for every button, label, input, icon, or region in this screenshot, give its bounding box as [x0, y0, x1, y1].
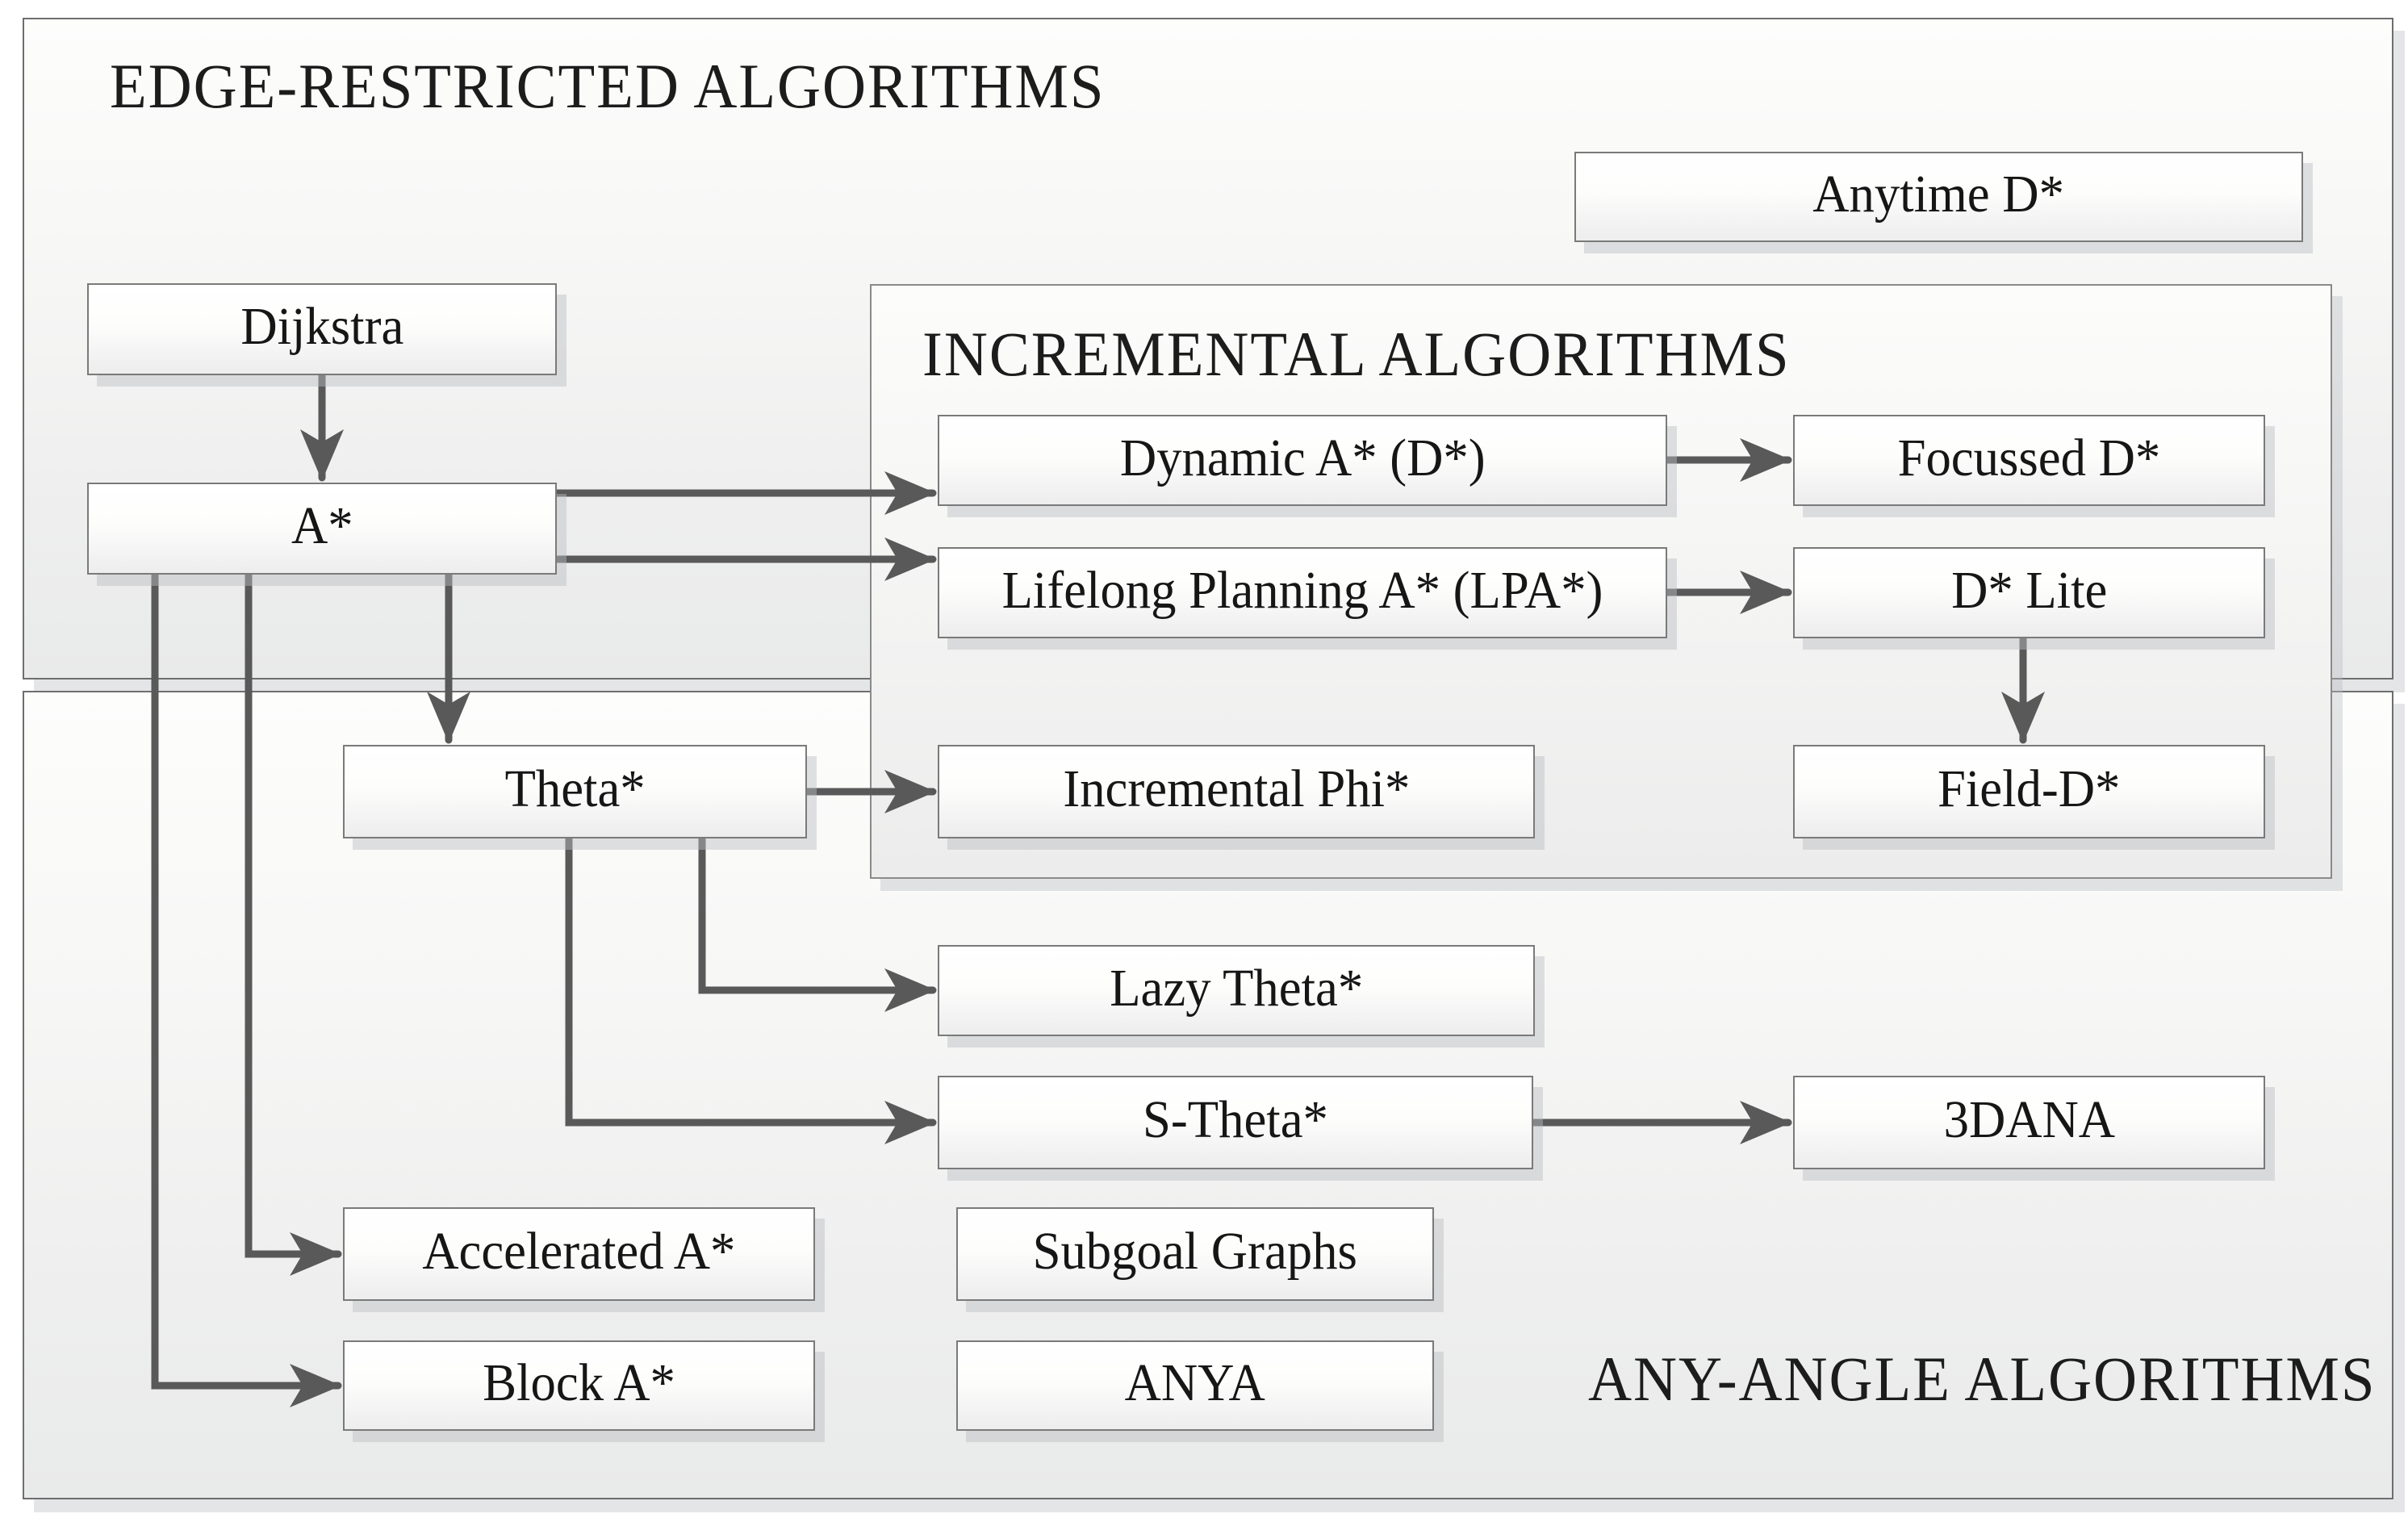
- node-label-focussed-d: Focussed D*: [1897, 428, 2161, 487]
- section-title-any-angle: ANY-ANGLE ALGORITHMS: [1588, 1344, 2377, 1414]
- node-label-3dana: 3DANA: [1943, 1090, 2115, 1149]
- node-dynamic-a: Dynamic A* (D*): [938, 415, 1667, 506]
- node-a-star: A*: [87, 483, 557, 575]
- node-label-a-star: A*: [291, 496, 353, 555]
- node-field-d: Field-D*: [1793, 745, 2265, 838]
- node-label-lazy-theta: Lazy Theta*: [1110, 958, 1363, 1018]
- node-label-field-d: Field-D*: [1938, 759, 2121, 818]
- node-label-incremental-phi: Incremental Phi*: [1062, 759, 1411, 818]
- node-label-anya: ANYA: [1124, 1353, 1266, 1412]
- node-label-dijkstra: Dijkstra: [240, 297, 403, 356]
- node-lazy-theta: Lazy Theta*: [938, 945, 1535, 1036]
- node-subgoal-graphs: Subgoal Graphs: [956, 1207, 1434, 1301]
- node-accelerated-a: Accelerated A*: [343, 1207, 815, 1301]
- node-d-lite: D* Lite: [1793, 547, 2265, 638]
- node-label-lpa: Lifelong Planning A* (LPA*): [1001, 560, 1603, 620]
- node-incremental-phi: Incremental Phi*: [938, 745, 1535, 838]
- node-theta: Theta*: [343, 745, 807, 838]
- node-anya: ANYA: [956, 1340, 1434, 1431]
- node-label-d-lite: D* Lite: [1950, 560, 2108, 620]
- node-dijkstra: Dijkstra: [87, 283, 557, 375]
- node-label-subgoal-graphs: Subgoal Graphs: [1032, 1222, 1358, 1281]
- section-title-edge-restricted: EDGE-RESTRICTED ALGORITHMS: [110, 51, 1106, 121]
- node-label-block-a: Block A*: [483, 1353, 675, 1412]
- node-s-theta: S-Theta*: [938, 1076, 1533, 1169]
- node-focussed-d: Focussed D*: [1793, 415, 2265, 506]
- node-label-anytime-d: Anytime D*: [1812, 165, 2065, 224]
- section-title-incremental: INCREMENTAL ALGORITHMS: [922, 319, 1791, 389]
- node-block-a: Block A*: [343, 1340, 815, 1431]
- node-label-dynamic-a: Dynamic A* (D*): [1119, 428, 1486, 487]
- node-3dana: 3DANA: [1793, 1076, 2265, 1169]
- node-label-s-theta: S-Theta*: [1143, 1090, 1328, 1149]
- node-lpa: Lifelong Planning A* (LPA*): [938, 547, 1667, 638]
- node-label-theta: Theta*: [504, 759, 646, 818]
- node-anytime-d: Anytime D*: [1574, 152, 2303, 242]
- node-label-accelerated-a: Accelerated A*: [422, 1222, 736, 1281]
